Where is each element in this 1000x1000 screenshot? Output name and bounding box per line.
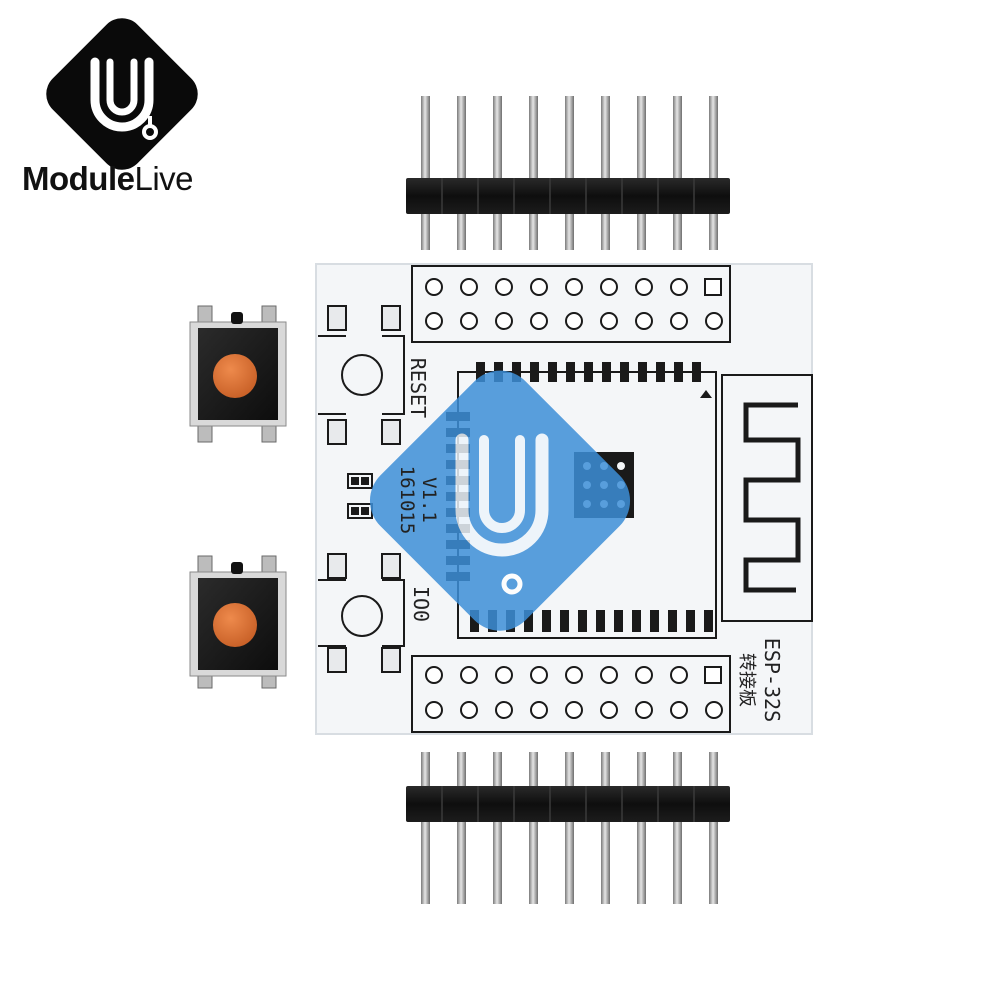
tactile-switch-reset (189, 305, 287, 443)
io0-button-footprint (318, 553, 405, 673)
top-through-holes (425, 278, 723, 330)
circuit-u-logo-icon (46, 18, 198, 170)
model-silkscreen-label: ESP-32S (760, 637, 784, 723)
brand-name-bold: Module (22, 160, 135, 197)
tactile-switch-io0 (189, 555, 287, 689)
board-silkscreen-label: 转接板 (736, 653, 757, 707)
version-silkscreen-label: V1.1 (418, 477, 440, 523)
bottom-pin-header (406, 752, 730, 904)
reset-button-footprint (318, 305, 405, 445)
bottom-through-holes (425, 666, 723, 719)
date-silkscreen-label: 161015 (396, 465, 418, 535)
smd-component-pads (347, 473, 373, 519)
circuit-u-watermark-icon (369, 370, 631, 631)
io0-silkscreen-label: IO0 (409, 585, 433, 623)
antenna-trace (743, 402, 801, 593)
brand-name-light: Live (134, 160, 194, 197)
top-pin-header (406, 96, 730, 250)
reset-silkscreen-label: RESET (406, 357, 430, 419)
top-header-pins (421, 96, 718, 250)
bottom-header-pins (421, 752, 718, 904)
brand-name: ModuleLive (22, 160, 222, 198)
